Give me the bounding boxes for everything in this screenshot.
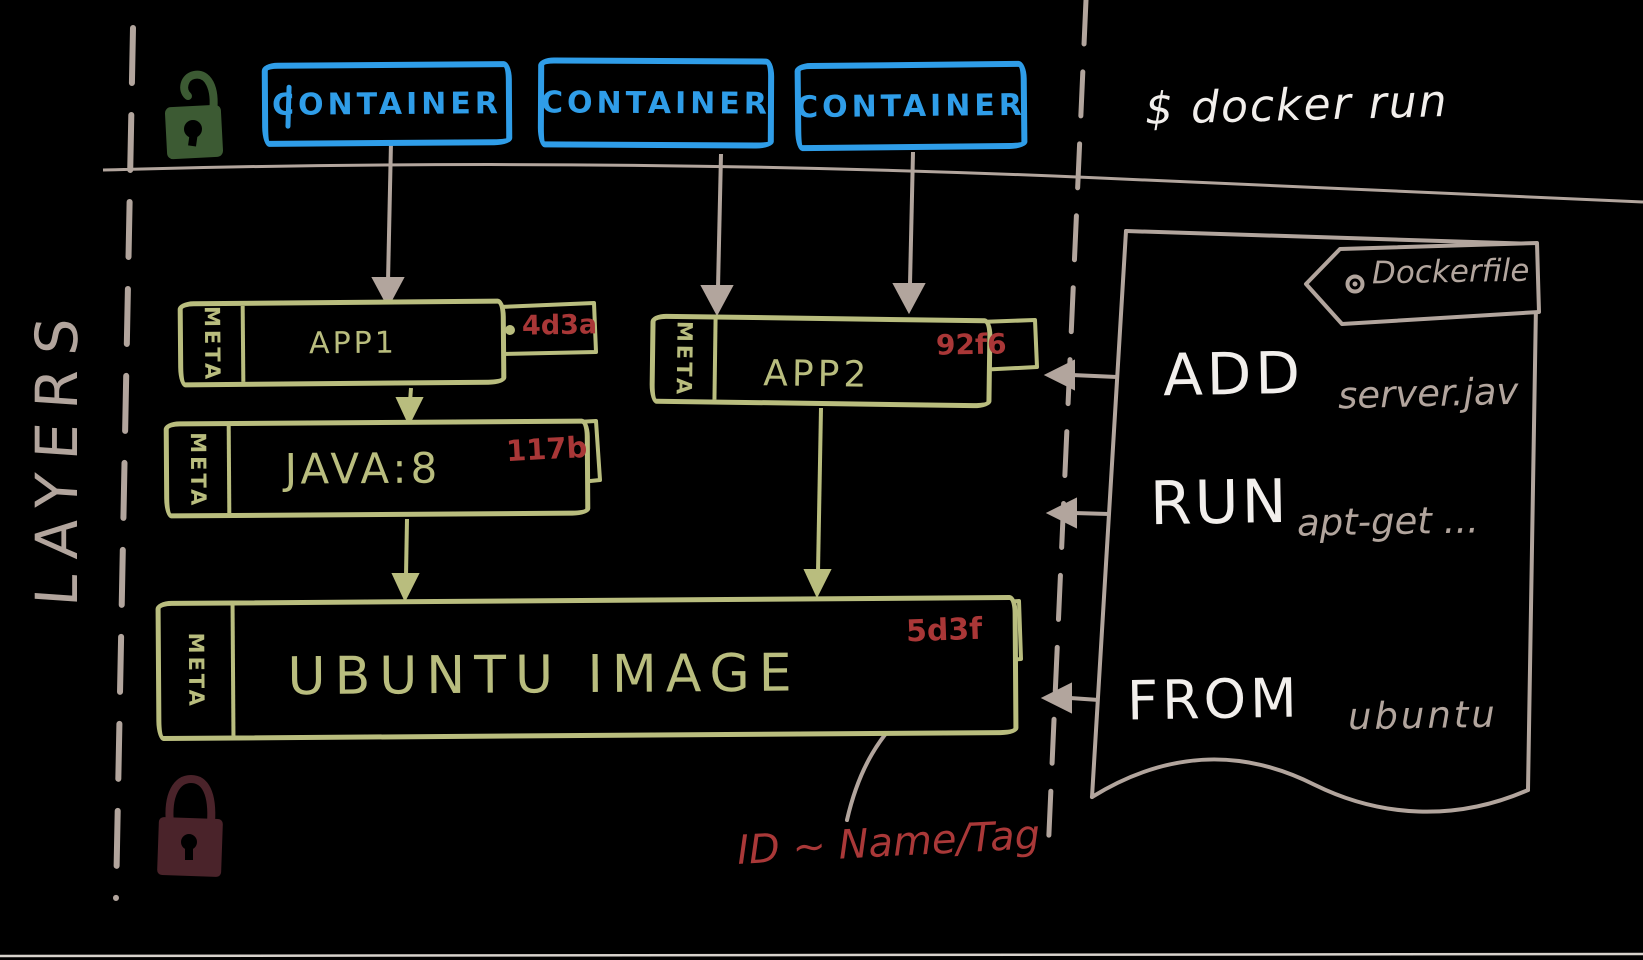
tag-shape-dockerfile: [1304, 241, 1541, 326]
container-box-1: CONTAINER: [261, 61, 513, 147]
container-box-2: CONTAINER: [537, 57, 775, 149]
meta-label: META: [183, 632, 209, 709]
instruction-args-run: apt-get ...: [1296, 498, 1480, 545]
layer-box-app1: META APP1: [177, 298, 507, 388]
arrow-run-layer: [1073, 511, 1110, 516]
container-box-3: CONTAINER: [794, 60, 1028, 152]
tag-hole-icon: [1345, 274, 1365, 294]
arrowhead: [391, 573, 420, 603]
instruction-keyword-run: RUN: [1149, 466, 1291, 540]
layer-name-ubuntu: UBUNTU IMAGE: [287, 643, 801, 708]
instruction-keyword-from: FROM: [1126, 666, 1302, 733]
arrowhead: [803, 569, 832, 599]
arrowhead: [1040, 682, 1072, 714]
container-arrows: [371, 141, 926, 317]
meta-label: META: [199, 305, 225, 383]
image-tag-id-app1: 4d3a: [521, 309, 598, 342]
instruction-keyword-add: ADD: [1162, 338, 1305, 410]
open-padlock-icon: [164, 70, 224, 160]
layers-axis-label: LAYERS: [23, 301, 91, 609]
arrowhead: [700, 285, 734, 317]
container-label: CONTAINER: [540, 84, 772, 122]
instruction-args-add: server.jav: [1337, 369, 1519, 418]
arrowhead: [395, 397, 424, 427]
arrow-java8-ubuntu: [404, 518, 409, 577]
layer-name-app1: APP1: [308, 325, 398, 361]
dockerfile-arrows: [1040, 359, 1118, 714]
bottom-edge-line: [0, 952, 1643, 958]
dockerfile-page: [1090, 229, 1539, 814]
instruction-args-from: ubuntu: [1347, 692, 1499, 739]
docker-run-command: $ docker run: [1144, 76, 1450, 135]
arrowhead: [892, 283, 926, 315]
image-tag-id-java8: 117b: [505, 429, 589, 469]
arrow-container2-app2: [716, 153, 723, 289]
meta-tab: META: [168, 426, 232, 514]
arrow-from-ubuntu-layer: [1069, 696, 1100, 702]
container-label: CONTAINER: [795, 87, 1027, 125]
meta-tab: META: [160, 605, 236, 736]
tag-hole-icon: [505, 325, 515, 335]
arrow-container1-app1: [386, 141, 393, 283]
tag-hole-dot: [1352, 281, 1358, 287]
arrowhead: [371, 277, 405, 309]
arrow-add-app-layer: [1071, 373, 1118, 379]
meta-label: META: [185, 431, 211, 508]
layer-arrows: [391, 387, 832, 603]
dockerfile-title: Dockerfile: [1371, 252, 1530, 292]
arrowhead: [1043, 359, 1075, 391]
container-label: CONTAINER: [271, 85, 503, 123]
left-dashed-line: [113, 25, 136, 901]
meta-label: META: [671, 320, 697, 398]
right-dashed-line: [1045, 0, 1089, 858]
closed-padlock-icon: [157, 774, 223, 877]
meta-tab: META: [182, 305, 246, 383]
image-tag-id-ubuntu: 5d3f: [905, 611, 983, 650]
image-tag-id-app2: 92f6: [935, 327, 1007, 362]
top-horizontal-line: [102, 163, 1643, 204]
arrowhead: [1045, 497, 1077, 529]
arrow-container3-app2: [908, 151, 915, 285]
meta-tab: META: [654, 318, 718, 400]
arrow-app2-ubuntu: [816, 407, 823, 573]
layer-box-ubuntu: META UBUNTU IMAGE: [155, 594, 1019, 742]
